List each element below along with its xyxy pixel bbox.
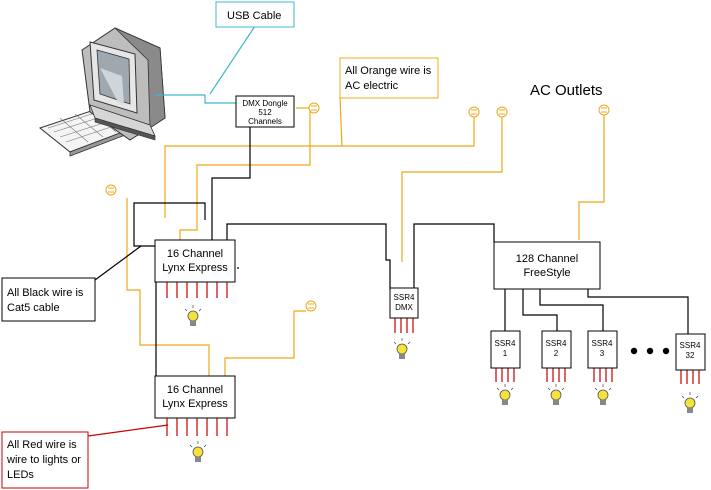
light-bulb-icon [393, 338, 411, 359]
dongle-line-3: Channels [248, 117, 282, 126]
ellipsis-dots [630, 347, 670, 355]
lynx1-line-2: Lynx Express [162, 262, 228, 274]
ac-outlet-icon [308, 102, 320, 114]
ssr-dmx-line-2: DMX [395, 303, 413, 312]
ssr4-relay-3: SSR4 3 [587, 330, 618, 369]
freestyle-controller: 128 Channel FreeStyle [493, 241, 601, 290]
ssr-dmx-line-1: SSR4 [394, 293, 415, 302]
light-bulb-icon [547, 384, 565, 405]
red-callout-line-2: wire to lights or [6, 454, 81, 466]
ssr4-relay-32: SSR4 32 [675, 333, 706, 371]
ssr4-relay-1: SSR4 1 [490, 330, 521, 369]
ssr2-line-2: 2 [554, 349, 559, 358]
computer-icon [38, 27, 166, 157]
red-callout-line-1: All Red wire is [7, 439, 77, 451]
usb-cable-label: USB Cable [227, 10, 281, 22]
ssr3-line-2: 3 [600, 349, 605, 358]
ac-electric-wires [126, 96, 605, 378]
light-bulb-icon [184, 305, 202, 326]
lynx-express-controller-1: 16 Channel Lynx Express [154, 239, 236, 283]
lynx2-line-1: 16 Channel [167, 384, 223, 396]
red-wire-callout: All Red wire is wire to lights or LEDs [1, 431, 89, 489]
orange-callout-line-2: AC electric [345, 80, 399, 92]
orange-callout-line-1: All Orange wire is [345, 65, 432, 77]
black-callout-line-1: All Black wire is [7, 287, 84, 299]
ac-outlet-icon [305, 300, 317, 312]
light-bulb-icon [681, 392, 699, 413]
lynx2-line-2: Lynx Express [162, 398, 228, 410]
ac-outlets-heading: AC Outlets [530, 82, 603, 99]
ac-outlet-icon [598, 104, 610, 116]
ac-outlet-icon [105, 184, 117, 196]
ac-outlet-icon [496, 106, 508, 118]
orange-wire-callout: All Orange wire is AC electric [339, 57, 439, 99]
lynx-express-controller-2: 16 Channel Lynx Express [154, 375, 236, 419]
ssr4-dmx-relay: SSR4 DMX [389, 287, 419, 319]
usb-cable-callout: USB Cable [215, 1, 295, 28]
freestyle-line-2: FreeStyle [523, 267, 570, 279]
ssr3-line-1: SSR4 [592, 339, 613, 348]
lynx1-line-1: 16 Channel [167, 248, 223, 260]
dongle-line-1: DMX Dongle [242, 99, 288, 108]
red-callout-line-3: LEDs [7, 469, 34, 481]
light-bulb-icon [594, 384, 612, 405]
ac-outlet-icon [468, 106, 480, 118]
light-bulb-icon [496, 384, 514, 405]
light-bulb-icon [189, 441, 207, 462]
light-wires [87, 282, 700, 437]
ssr1-line-1: SSR4 [495, 339, 516, 348]
ssr1-line-2: 1 [503, 349, 508, 358]
ssr32-line-1: SSR4 [680, 341, 701, 350]
dmx-dongle: DMX Dongle 512 Channels [235, 95, 295, 128]
dongle-line-2: 512 [258, 108, 272, 117]
black-callout-line-2: Cat5 cable [7, 302, 60, 314]
ssr4-relay-2: SSR4 2 [541, 330, 572, 369]
ssr2-line-1: SSR4 [546, 339, 567, 348]
ssr32-line-2: 32 [686, 351, 695, 360]
freestyle-line-1: 128 Channel [516, 253, 578, 265]
usb-cable-wire [155, 25, 256, 104]
black-wire-callout: All Black wire is Cat5 cable [1, 277, 96, 322]
